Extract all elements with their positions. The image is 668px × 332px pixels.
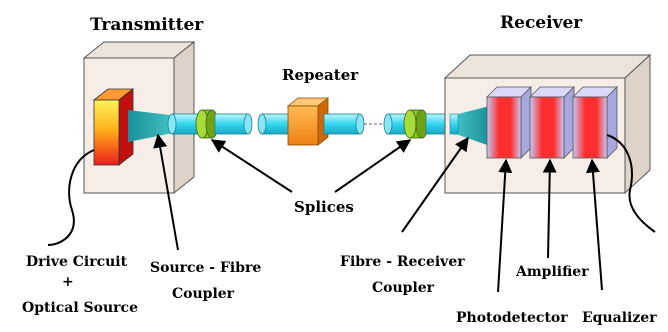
- label-source-fibre-coupler-line1: Source - Fibre: [150, 260, 261, 276]
- label-amplifier: Amplifier: [515, 264, 589, 280]
- arrow-amplifier: [542, 158, 557, 259]
- fibre-segment-4: [323, 113, 365, 135]
- amplifier-block: [529, 86, 575, 159]
- arrow-fibre-receiver-coupler: [401, 136, 469, 233]
- repeater-title: Repeater: [282, 66, 359, 84]
- arrow-splice-2: [334, 139, 412, 193]
- fibre-segment-3: [257, 113, 293, 135]
- receiver-wire: [606, 134, 656, 233]
- label-equalizer: Equalizer: [582, 310, 657, 326]
- label-fibre-receiver-coupler-line1: Fibre - Receiver: [340, 254, 465, 270]
- splice-2: [403, 109, 429, 139]
- transmitter-title: Transmitter: [90, 15, 204, 35]
- receiver-title: Receiver: [500, 13, 583, 33]
- arrow-source-fibre-coupler: [153, 133, 179, 251]
- optical-source-block: [92, 88, 135, 166]
- label-photodetector: Photodetector: [456, 310, 568, 326]
- equalizer-block: [572, 86, 618, 159]
- label-fibre-receiver-coupler-line2: Coupler: [372, 280, 435, 296]
- receiver-beam: [450, 106, 490, 146]
- fibre-segment-2: [214, 113, 253, 135]
- arrow-splice-1: [210, 139, 293, 193]
- label-optical-source: Optical Source: [22, 300, 138, 316]
- label-drive-circuit: Drive Circuit: [26, 254, 128, 270]
- label-source-fibre-coupler-line2: Coupler: [172, 286, 235, 302]
- label-splices: Splices: [294, 198, 354, 216]
- arrow-photodetector: [497, 158, 513, 293]
- arrow-equalizer: [585, 158, 603, 291]
- receiver-fibre-end: [449, 113, 459, 135]
- photodetector-block: [486, 86, 532, 159]
- label-plus: +: [62, 274, 74, 290]
- transmitter-wire: [47, 149, 95, 246]
- repeater-block: [286, 97, 330, 146]
